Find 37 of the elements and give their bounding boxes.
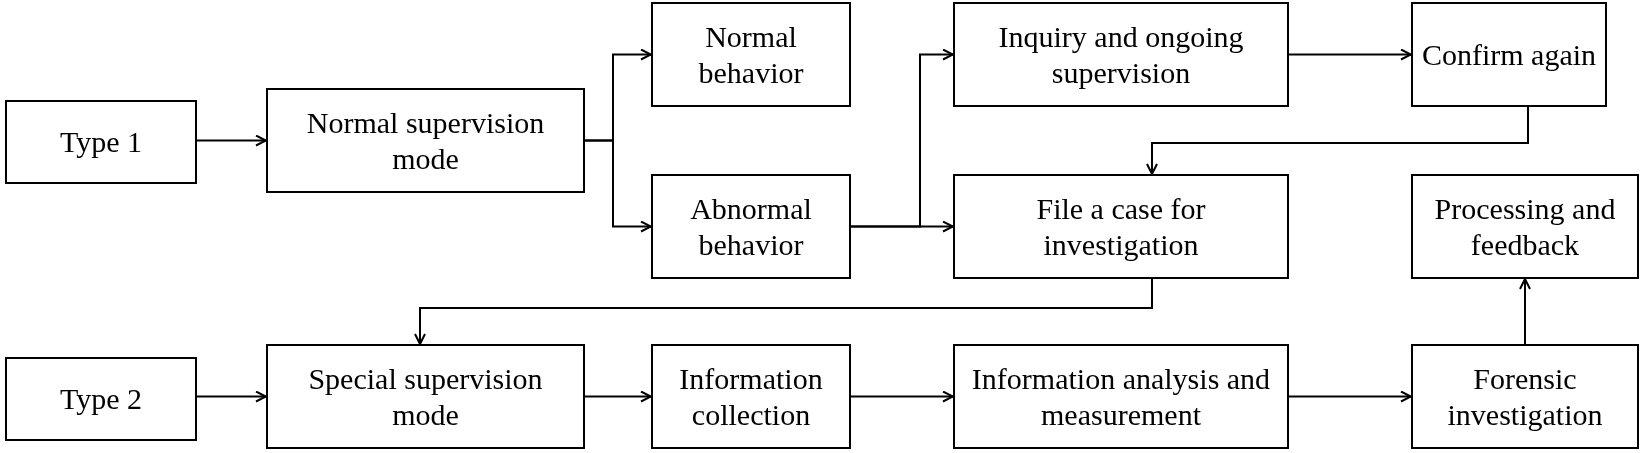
arrow	[1519, 278, 1531, 345]
box-text: Normal behavior	[697, 19, 805, 90]
box-text: Inquiry and ongoing supervision	[997, 19, 1245, 90]
process-box	[5, 357, 197, 441]
box-text: Information collection	[678, 361, 824, 432]
box-text: Normal supervision mode	[305, 105, 546, 176]
process-box	[651, 174, 851, 279]
process-box	[953, 344, 1289, 449]
process-box	[266, 88, 585, 193]
arrow	[196, 390, 267, 403]
box-text: Type 1	[59, 124, 142, 160]
arrow	[584, 390, 652, 403]
process-box	[953, 2, 1289, 107]
process-box	[266, 344, 585, 449]
arrow	[850, 220, 954, 233]
box-text: Abnormal behavior	[689, 191, 813, 262]
arrow	[414, 278, 1153, 345]
box-text: Special supervision mode	[307, 361, 544, 432]
arrow	[1146, 106, 1529, 175]
process-box	[1411, 174, 1639, 279]
box-text: Forensic investigation	[1446, 361, 1604, 432]
process-box	[651, 344, 851, 449]
arrow	[1288, 390, 1412, 403]
process-box	[1411, 344, 1639, 449]
process-box	[651, 2, 851, 107]
arrow	[1288, 48, 1412, 61]
box-text: Processing and feedback	[1433, 191, 1617, 262]
arrow	[850, 390, 954, 403]
process-box	[1411, 2, 1607, 107]
box-text: Type 2	[59, 381, 142, 417]
arrow	[196, 134, 267, 147]
box-text: File a case for investigation	[1035, 191, 1207, 262]
arrow	[584, 139, 652, 233]
box-text: Information analysis and measurement	[970, 361, 1272, 432]
box-text: Confirm again	[1421, 36, 1597, 73]
process-box	[953, 174, 1289, 279]
process-box	[5, 100, 197, 184]
